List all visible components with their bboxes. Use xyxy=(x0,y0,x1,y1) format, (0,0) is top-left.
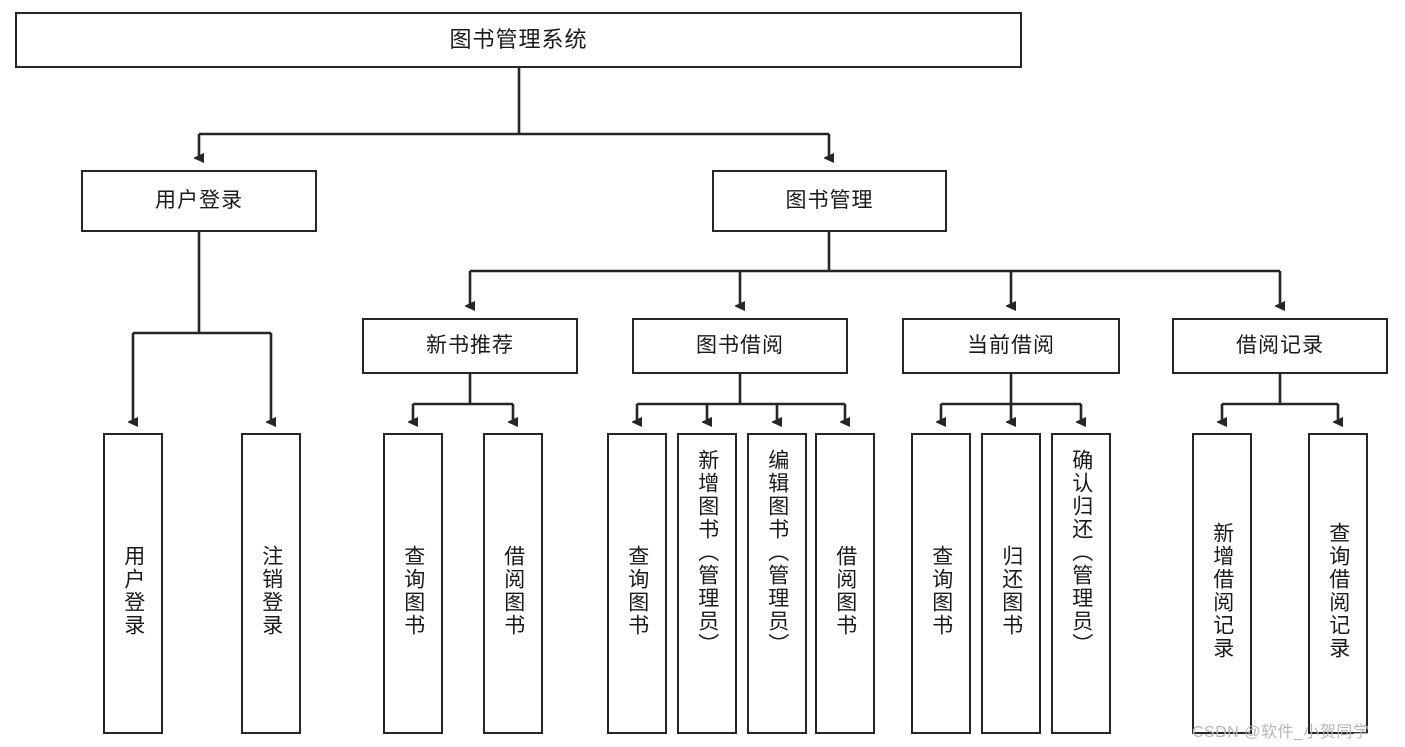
leaf-new-book-query[interactable]: 查询图书 xyxy=(383,433,443,734)
node-label: 查询图书 xyxy=(625,544,649,637)
leaf-borrow-record-add[interactable]: 新增借阅记录 xyxy=(1192,433,1252,734)
leaf-book-borrow-add[interactable]: 新增图书（管理员） xyxy=(677,433,737,734)
node-label: 注销登录 xyxy=(259,544,283,637)
node-label: 新增图书（管理员） xyxy=(695,449,719,656)
node-label: 归还图书 xyxy=(999,544,1023,637)
node-label: 借阅图书 xyxy=(501,544,525,637)
leaf-current-borrow-return[interactable]: 归还图书 xyxy=(981,433,1041,734)
node-label: 新增借阅记录 xyxy=(1210,521,1234,660)
node-borrow-record[interactable]: 借阅记录 xyxy=(1172,318,1388,374)
leaf-borrow-record-query[interactable]: 查询借阅记录 xyxy=(1308,433,1368,734)
node-label: 用户登录 xyxy=(121,544,145,637)
leaf-book-borrow-query[interactable]: 查询图书 xyxy=(607,433,667,734)
node-book-management[interactable]: 图书管理 xyxy=(712,170,947,232)
leaf-current-borrow-query[interactable]: 查询图书 xyxy=(911,433,971,734)
node-new-book-recommend[interactable]: 新书推荐 xyxy=(362,318,578,374)
leaf-book-borrow-edit[interactable]: 编辑图书（管理员） xyxy=(747,433,807,734)
node-label: 编辑图书（管理员） xyxy=(765,449,789,656)
leaf-book-borrow-borrow[interactable]: 借阅图书 xyxy=(815,433,875,734)
node-label: 用户登录 xyxy=(155,188,243,212)
node-root-system[interactable]: 图书管理系统 xyxy=(15,12,1022,68)
leaf-user-login-logout[interactable]: 注销登录 xyxy=(241,433,301,734)
node-label: 新书推荐 xyxy=(426,333,514,357)
node-label: 图书管理系统 xyxy=(449,27,588,53)
node-current-borrow[interactable]: 当前借阅 xyxy=(902,318,1120,374)
watermark-text: CSDN @软件_小贺同学 xyxy=(1192,724,1370,741)
node-label: 借阅图书 xyxy=(833,544,857,637)
leaf-current-borrow-confirm-return[interactable]: 确认归还（管理员） xyxy=(1051,433,1111,734)
node-label: 当前借阅 xyxy=(967,333,1055,357)
leaf-user-login-login[interactable]: 用户登录 xyxy=(103,433,163,734)
leaf-new-book-borrow[interactable]: 借阅图书 xyxy=(483,433,543,734)
node-label: 借阅记录 xyxy=(1236,333,1324,357)
node-label: 确认归还（管理员） xyxy=(1069,449,1093,656)
node-label: 查询图书 xyxy=(401,544,425,637)
node-label: 查询图书 xyxy=(929,544,953,637)
node-label: 图书管理 xyxy=(785,188,874,212)
node-label: 查询借阅记录 xyxy=(1326,521,1350,660)
node-book-borrow[interactable]: 图书借阅 xyxy=(632,318,848,374)
node-label: 图书借阅 xyxy=(696,333,784,357)
node-user-login[interactable]: 用户登录 xyxy=(81,170,317,232)
